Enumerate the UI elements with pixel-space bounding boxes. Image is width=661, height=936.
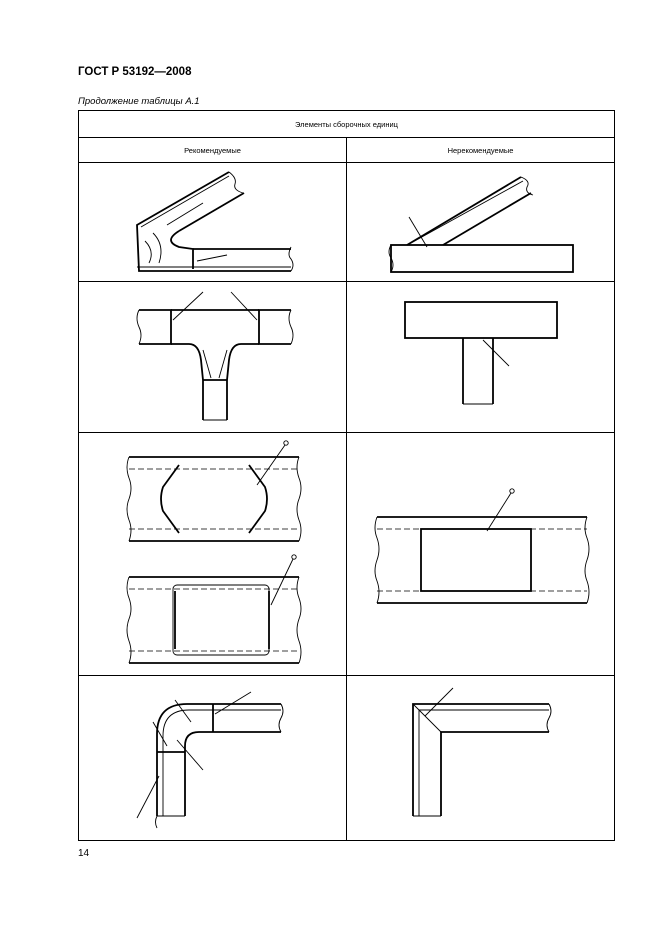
inclined-joint-not-recommended-drawing: [388, 176, 574, 273]
table-row-2-recommended: [78, 281, 347, 433]
table-row-3-recommended: [78, 432, 347, 676]
table-row-4-recommended: [78, 675, 347, 841]
document-code: ГОСТ Р 53192—2008: [78, 66, 192, 78]
table-caption: Продолжение таблицы А.1: [78, 96, 200, 107]
table-row-3-not-recommended: [346, 432, 615, 676]
table-row-1-recommended: [78, 162, 347, 282]
table-row-2-not-recommended: [346, 281, 615, 433]
page-number: 14: [78, 848, 90, 859]
assembly-elements-table: Элементы сборочных единиц Рекомендуемые …: [78, 110, 615, 841]
column-recommended: Рекомендуемые: [78, 137, 347, 163]
t-joint-recommended-drawing: [136, 291, 294, 421]
table-row-1-not-recommended: [346, 162, 615, 282]
inclined-joint-recommended-drawing: [136, 171, 294, 272]
box-joint-not-recommended-drawing: [374, 488, 590, 604]
corner-joint-recommended-drawing: [136, 691, 284, 829]
table-row-4-not-recommended: [346, 675, 615, 841]
corner-joint-not-recommended-drawing: [412, 687, 552, 817]
table-header: Элементы сборочных единиц: [78, 110, 615, 138]
column-not-recommended: Нерекомендуемые: [346, 137, 615, 163]
box-joint-recommended-drawing: [126, 440, 302, 664]
t-joint-not-recommended-drawing: [404, 301, 558, 405]
